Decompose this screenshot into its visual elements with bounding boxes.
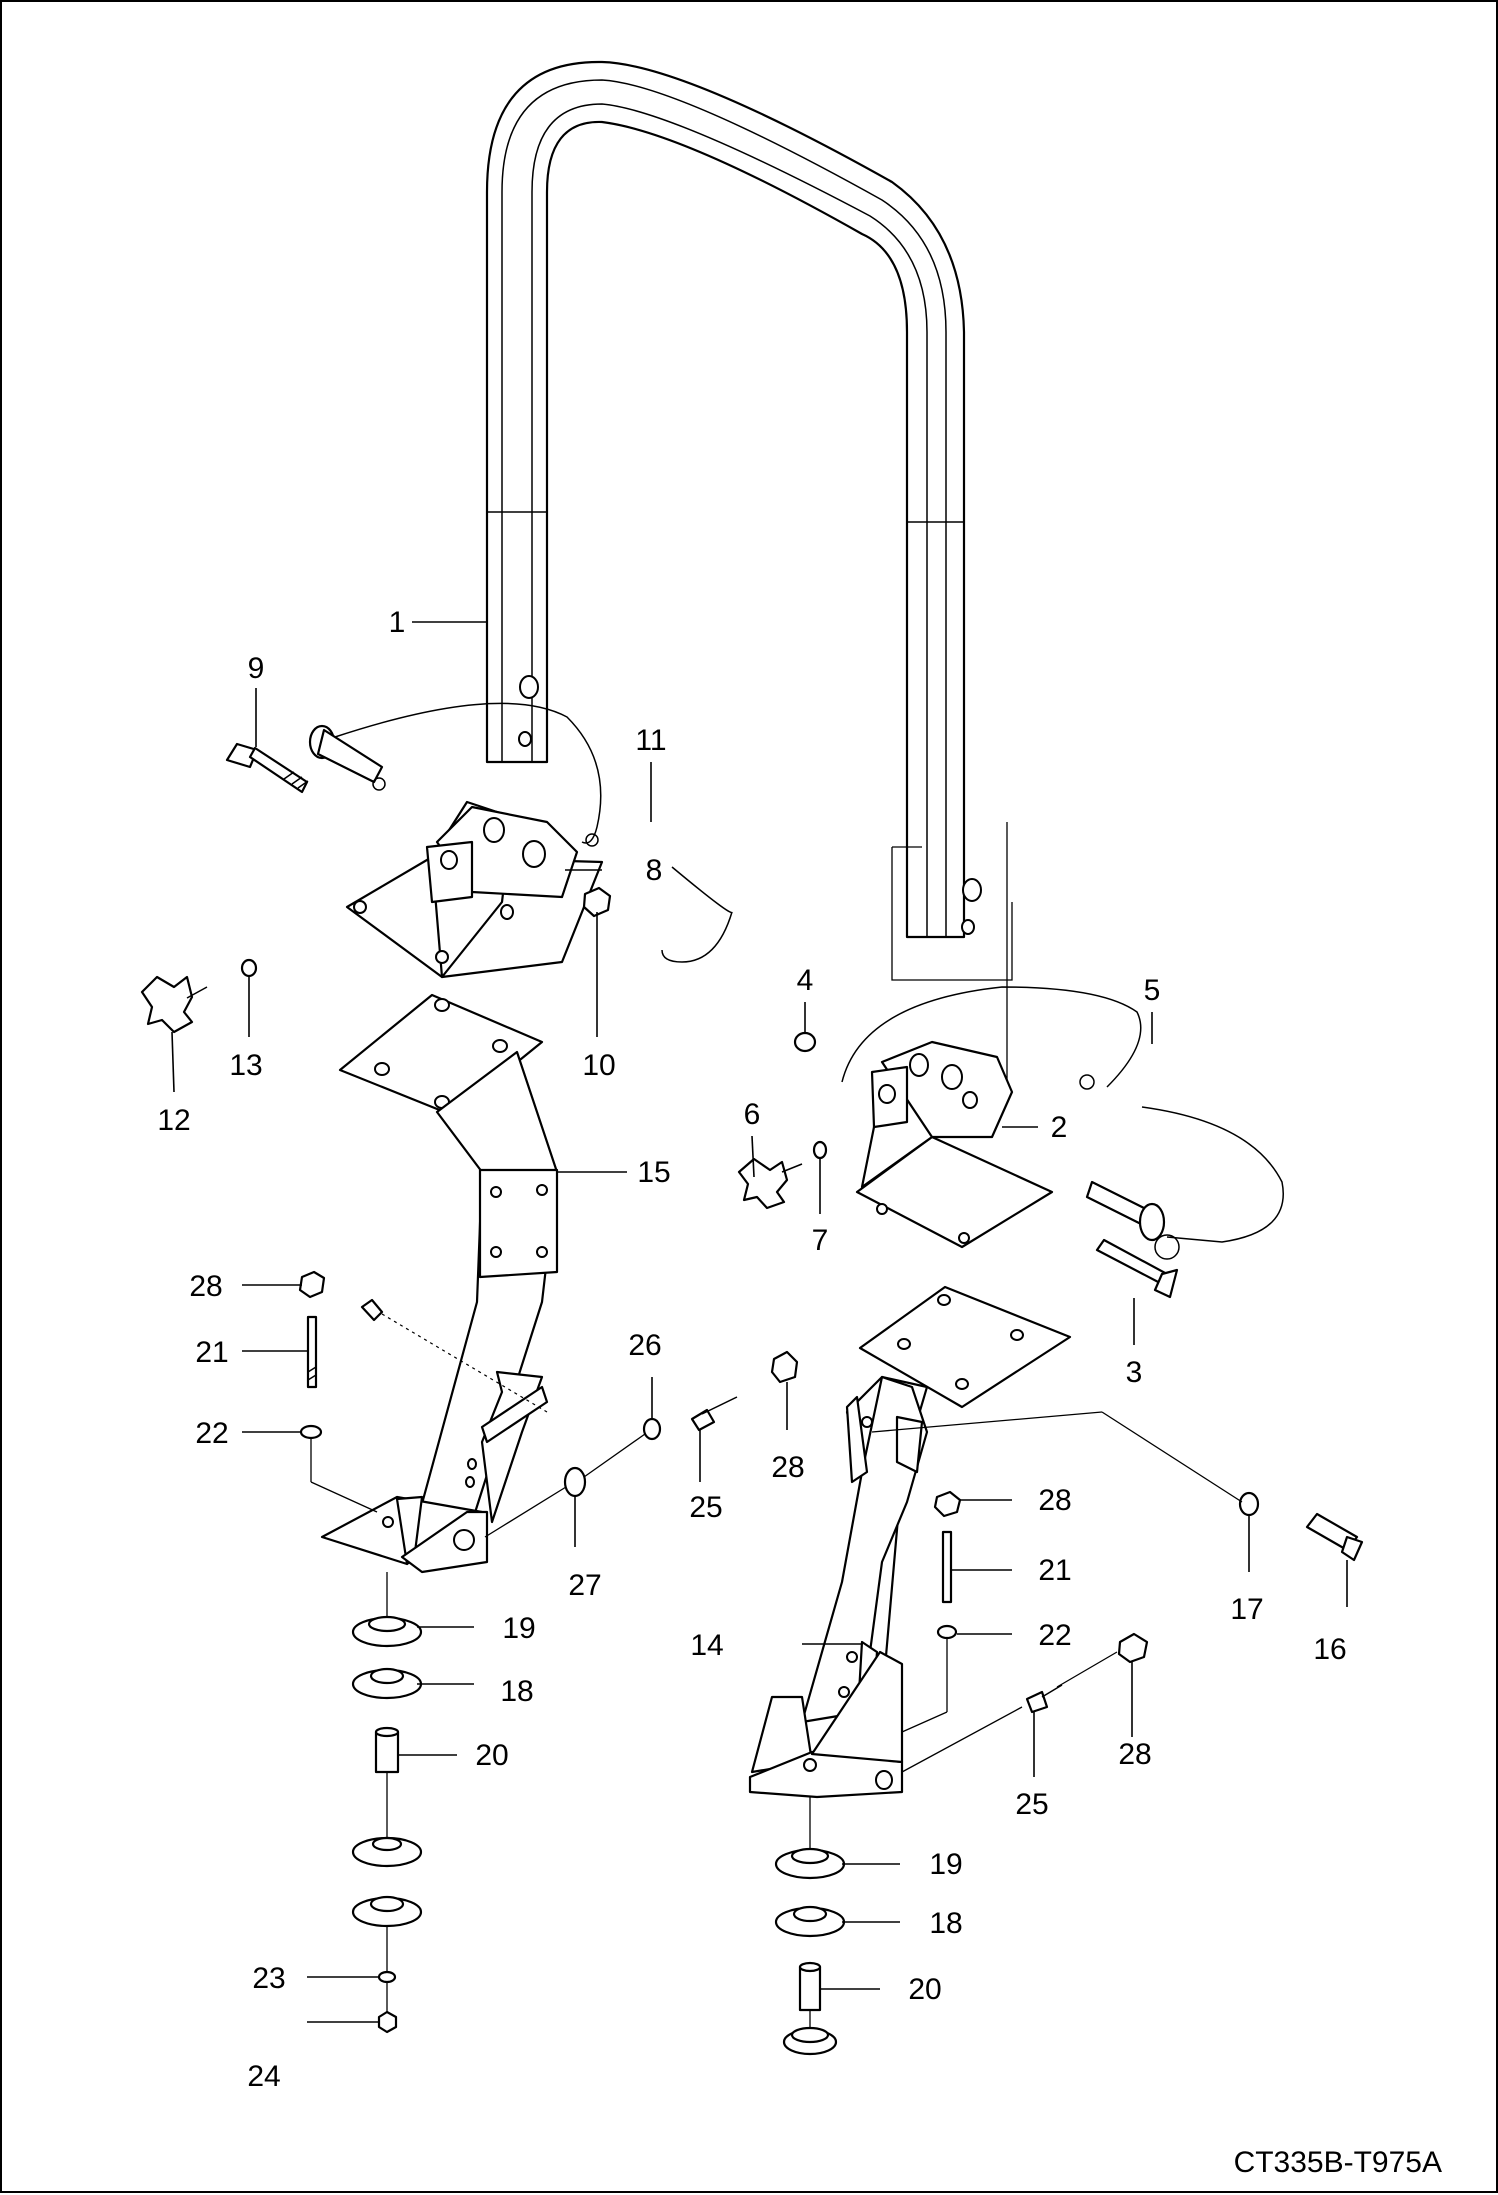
knob-6: [737, 1031, 828, 1210]
callout-8: 8: [646, 854, 663, 887]
knob-12: [140, 958, 258, 1034]
mount-stack-left: [351, 1572, 423, 2034]
callout-14: 14: [690, 1629, 723, 1662]
callout-18-left: 18: [500, 1675, 533, 1708]
callout-15: 15: [637, 1156, 670, 1189]
callout-18-right: 18: [929, 1907, 962, 1940]
mount-stack-right: [774, 1797, 846, 2056]
pin-right: [1085, 1180, 1166, 1242]
callout-21-left: 21: [195, 1336, 228, 1369]
callout-25-left: 25: [689, 1491, 722, 1524]
nut-10: [582, 886, 612, 918]
screw-left-support: [360, 1298, 548, 1413]
drawing-code: CT335B-T975A: [1234, 2146, 1442, 2179]
callout-22-left: 22: [195, 1417, 228, 1450]
callout-28-right-bottom: 28: [1118, 1738, 1151, 1771]
pin-left: [308, 724, 386, 791]
retaining-cables: [334, 702, 1284, 1260]
callout-28-right-top: 28: [1038, 1484, 1071, 1517]
bolt-9: [225, 742, 309, 794]
callout-4: 4: [797, 964, 814, 997]
callout-labels: 1 2 3 4 5 6 7 8 9 10 11 12 13 14 15 16 1…: [157, 606, 1346, 2093]
callout-28-left-top: 28: [189, 1270, 222, 1303]
callout-20-right: 20: [908, 1973, 941, 2006]
left-mount-bracket: [345, 800, 604, 979]
right-mount-bracket: [855, 1040, 1054, 1249]
callout-19-right: 19: [929, 1848, 962, 1881]
callout-23: 23: [252, 1962, 285, 1995]
leader-lines: [171, 621, 1348, 2023]
right-support-arm: [748, 1285, 1072, 1799]
callout-5: 5: [1144, 974, 1161, 1007]
callout-7: 7: [812, 1224, 829, 1257]
callout-24: 24: [247, 2060, 280, 2093]
callout-2: 2: [1051, 1111, 1068, 1144]
callout-12: 12: [157, 1104, 190, 1137]
hardware-right: [871, 1411, 1364, 1773]
callout-21-right: 21: [1038, 1554, 1071, 1587]
callout-19-left: 19: [502, 1612, 535, 1645]
callout-1: 1: [389, 606, 406, 639]
callout-27: 27: [568, 1569, 601, 1602]
cap-screw-21-left: [298, 1270, 378, 1513]
callout-26: 26: [628, 1329, 661, 1362]
roll-bar: [485, 60, 1013, 1082]
callout-9: 9: [248, 652, 265, 685]
callout-17: 17: [1230, 1593, 1263, 1626]
callout-28-center: 28: [771, 1451, 804, 1484]
callout-10: 10: [582, 1049, 615, 1082]
left-support-arm: [320, 993, 559, 1574]
hardware-center: [484, 1350, 799, 1538]
callout-13: 13: [229, 1049, 262, 1082]
callout-20-left: 20: [475, 1739, 508, 1772]
bolt-3: [1095, 1238, 1179, 1299]
callout-11: 11: [635, 724, 666, 757]
callout-25-right: 25: [1015, 1788, 1048, 1821]
callout-3: 3: [1126, 1356, 1143, 1389]
callout-16: 16: [1313, 1633, 1346, 1666]
callout-6: 6: [744, 1098, 761, 1131]
callout-22-right: 22: [1038, 1619, 1071, 1652]
